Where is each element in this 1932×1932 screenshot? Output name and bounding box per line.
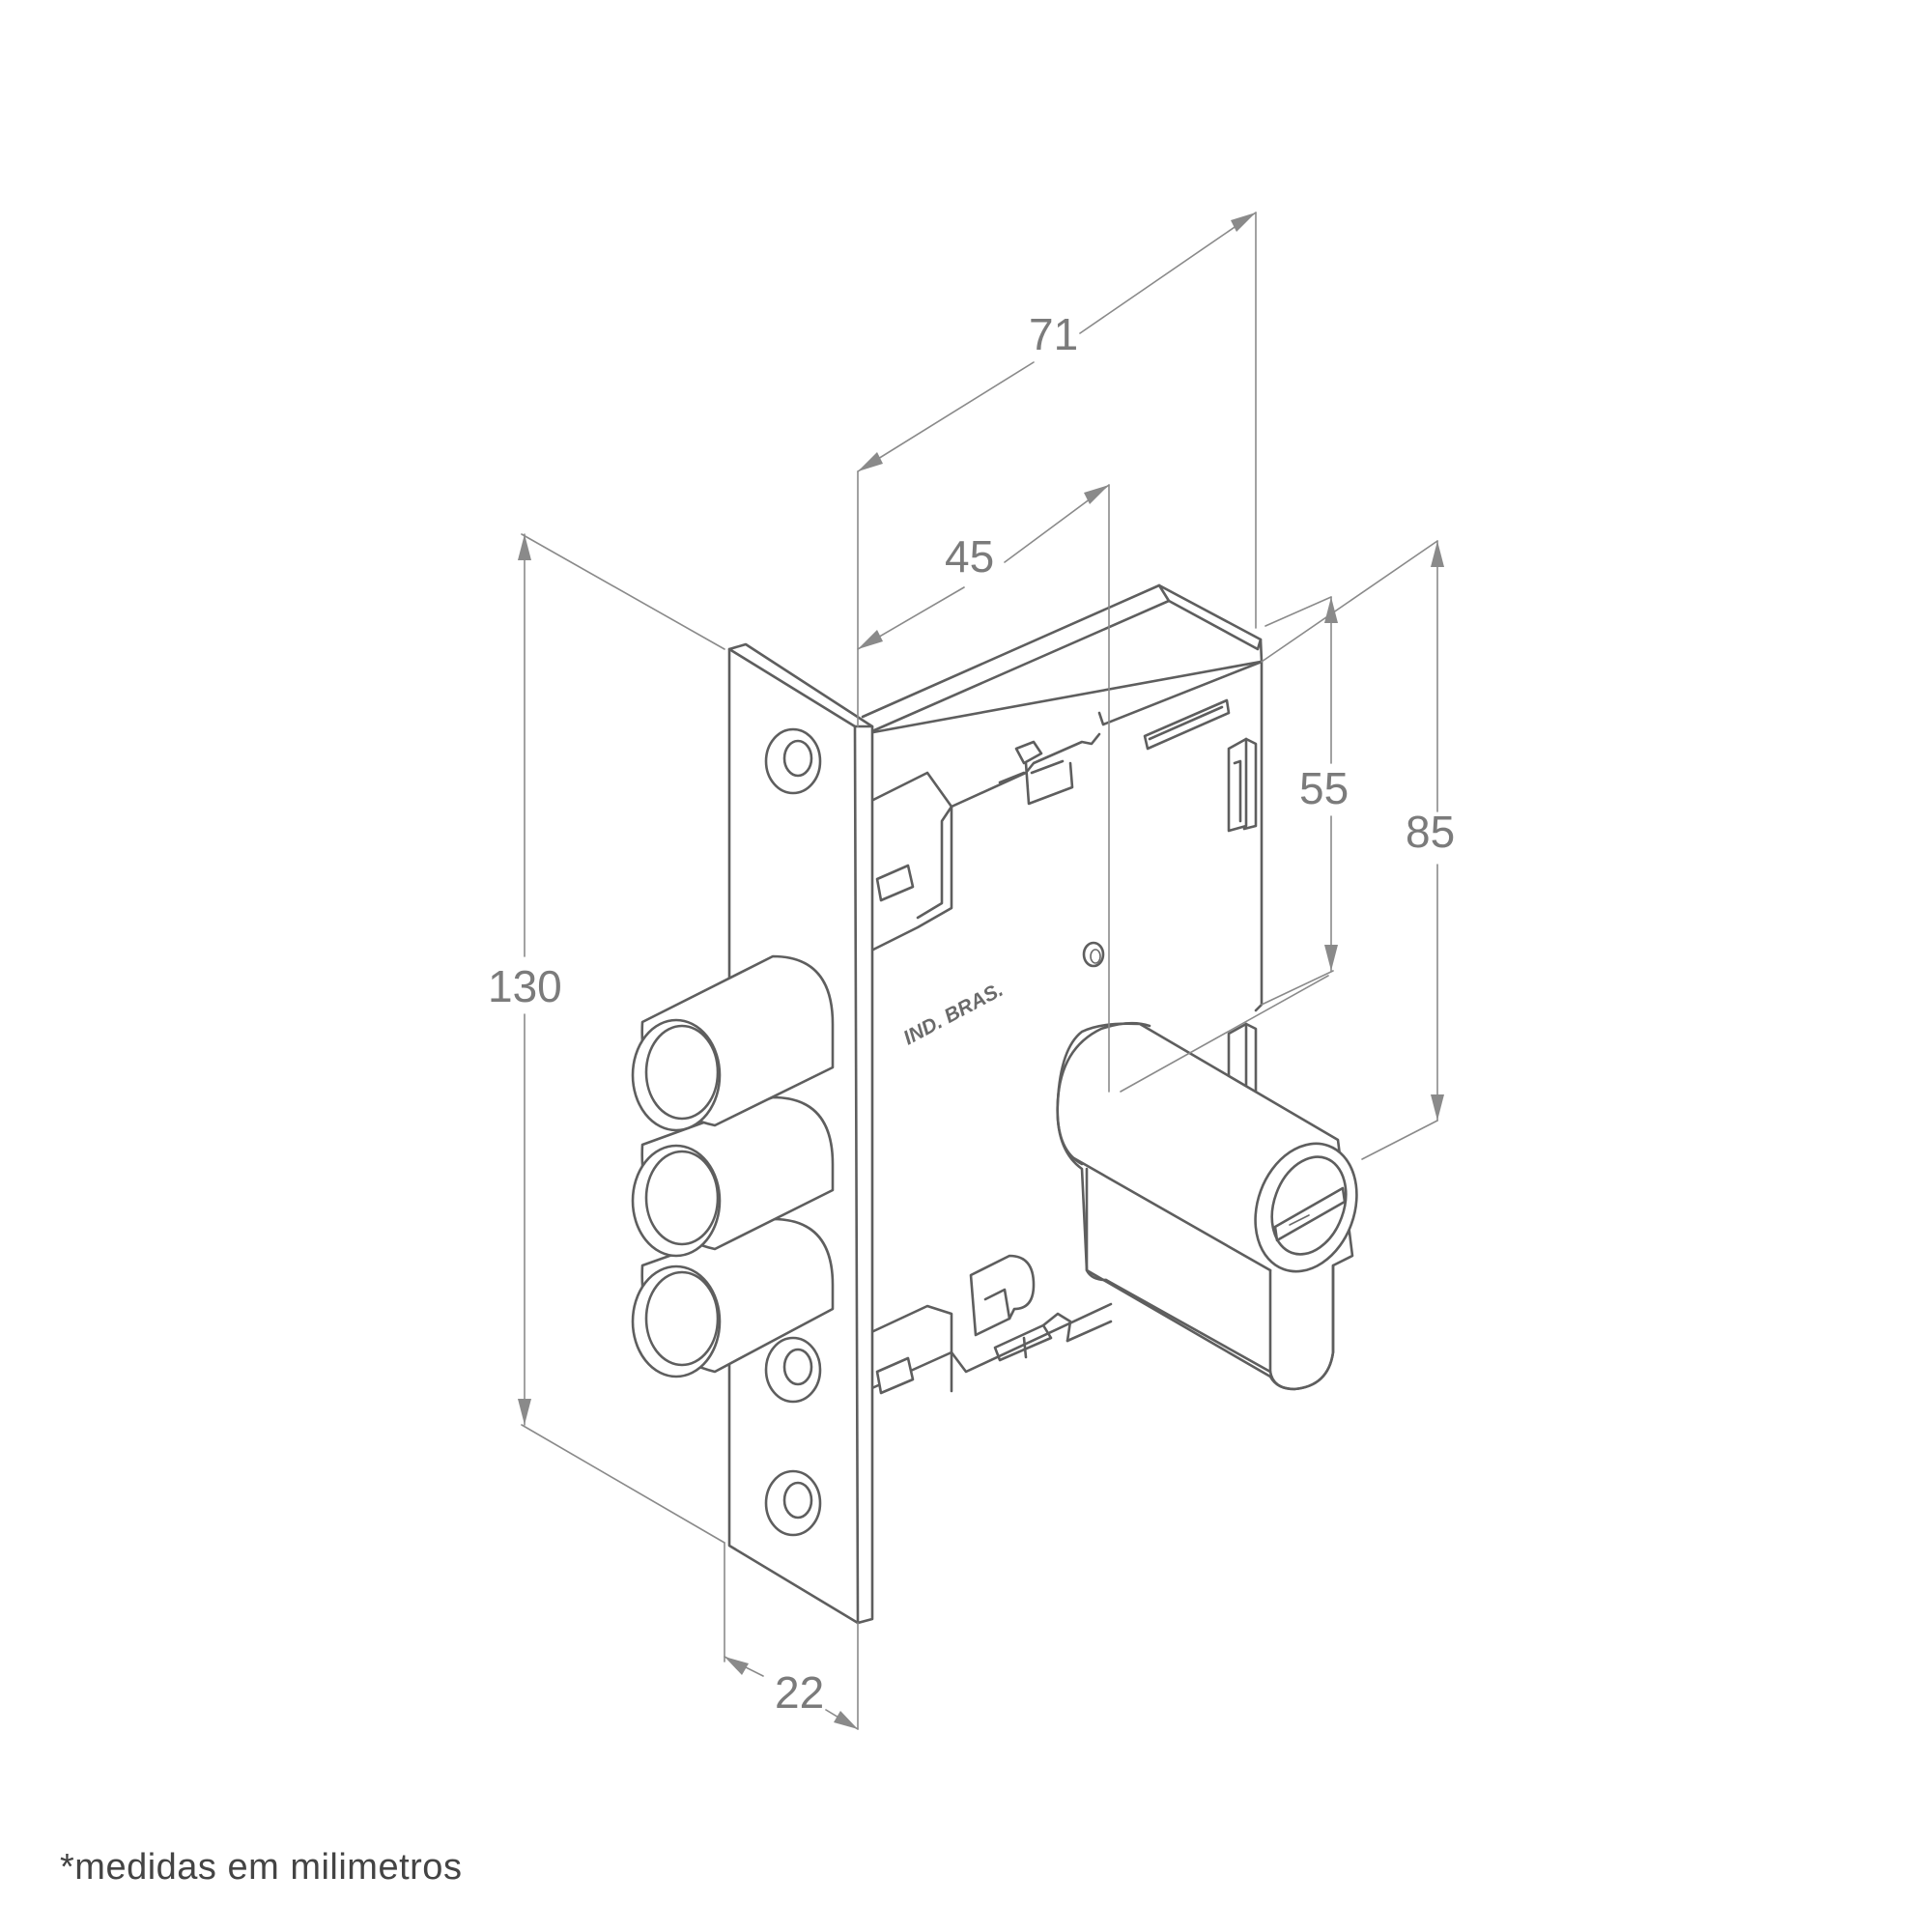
bolt-bottom [631, 1217, 835, 1378]
dim-label-45: 45 [945, 531, 994, 582]
bolt-middle [631, 1095, 835, 1258]
stamp-text: IND. BRAS. [900, 979, 1008, 1049]
dim-label-130: 130 [488, 961, 562, 1011]
dim-label-85: 85 [1406, 807, 1455, 857]
dim-label-71: 71 [1029, 309, 1078, 359]
bolt-top [631, 954, 835, 1132]
dim-label-22: 22 [775, 1667, 824, 1718]
dimension-lines [518, 212, 1444, 1730]
euro-cylinder [1056, 1021, 1358, 1391]
bolts [631, 954, 835, 1378]
measurement-footnote: *medidas em milimetros [60, 1847, 463, 1888]
dim-label-55: 55 [1299, 763, 1349, 813]
